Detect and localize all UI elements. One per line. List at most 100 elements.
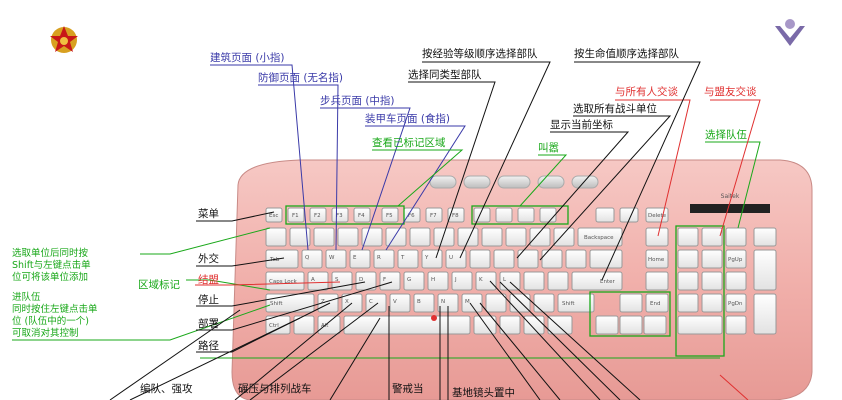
key-f6-label: F6 (408, 213, 415, 219)
key-num-3 (725, 293, 747, 313)
key-home-label: Home (648, 257, 665, 263)
line-stop (196, 281, 366, 307)
label-area-mark: 区域标记 (138, 278, 180, 291)
key-num-9 (725, 249, 747, 269)
key-d-label: D (359, 277, 363, 283)
key-quote (547, 271, 569, 291)
key-f7-label: F7 (430, 213, 437, 219)
line-select-all-combat (539, 115, 672, 261)
key-f10 (495, 207, 513, 223)
key-shift-left (265, 293, 315, 313)
key-2 (313, 227, 335, 247)
arrow-keys-highlight (589, 291, 671, 337)
key-h (427, 271, 449, 291)
label-select-all-combat: 选取所有战斗单位 (573, 102, 657, 115)
key-num-enter (753, 293, 777, 335)
key-a-label: A (311, 277, 315, 283)
line-right-2 (479, 302, 561, 400)
key-y-label: Y (424, 255, 429, 261)
key-i (469, 249, 491, 269)
key-f5-label: F5 (386, 213, 393, 219)
help2-line: 同时按住左键点击单 (12, 303, 98, 315)
key-4 (361, 227, 383, 247)
key-5 (385, 227, 407, 247)
line-armor-page (365, 125, 466, 251)
key-u-label: U (449, 255, 453, 261)
line-deploy (196, 281, 393, 331)
key-shift-right-label: Shift (562, 301, 575, 307)
key-num-minus (753, 227, 777, 247)
line-area-mark (186, 279, 271, 291)
key-tab-label: Tab (269, 257, 280, 263)
label-ally-chat: 与盟友交谈 (704, 85, 757, 98)
key-t-label: T (400, 255, 405, 261)
line-select-unit-help (140, 227, 271, 255)
label-stop: 停止 (198, 293, 219, 306)
key-k-label: K (479, 277, 483, 283)
key-w-label: W (329, 255, 335, 261)
key-space (343, 315, 471, 335)
key-f12 (539, 207, 557, 223)
key-k (475, 271, 497, 291)
key-c (365, 293, 387, 313)
key-b-label: B (417, 299, 421, 305)
key-arrow-up (619, 293, 643, 313)
key-g-label: G (407, 277, 411, 283)
key-f2-label: F2 (314, 213, 321, 219)
key-alt-left (317, 315, 341, 335)
key-enter (571, 271, 623, 291)
label-deploy: 部署 (198, 317, 219, 330)
key-period (509, 293, 531, 313)
key-l-label: L (503, 277, 507, 283)
label-select-by-value: 按生命值顺序选择部队 (574, 47, 679, 60)
yuri-emblem-icon (775, 19, 805, 46)
line-all-chat (615, 99, 691, 237)
key-f7 (425, 207, 443, 223)
key-6 (409, 227, 431, 247)
label-defense-page: 防御页面 (无名指) (258, 71, 343, 84)
key-num-plus (753, 249, 777, 291)
key-win-right (499, 315, 521, 335)
line-diplomacy (196, 257, 285, 267)
key-backtick (265, 227, 287, 247)
numpad-highlight (675, 225, 725, 357)
key-caps (265, 271, 305, 291)
key-numlock (677, 227, 699, 247)
line-group-attack-b (129, 317, 301, 400)
key-insert (645, 227, 669, 247)
line-right-4 (499, 281, 621, 400)
key-f4-label: F4 (358, 213, 365, 219)
line-build-page (210, 64, 309, 251)
key-n-label: N (441, 299, 445, 305)
key-p (517, 249, 539, 269)
label-base-center: 基地镜头置中 (452, 386, 515, 399)
key-r (373, 249, 395, 269)
key-f1-label: F1 (292, 213, 299, 219)
help2-line: 位 (队伍中的一个) (12, 315, 89, 327)
key-7 (433, 227, 455, 247)
key-shift-left-label: Shift (270, 301, 283, 307)
label-beacon: 叫嚣 (538, 142, 559, 154)
key-g (403, 271, 425, 291)
help1-line: Shift与左键点击单 (12, 259, 91, 271)
key-0 (505, 227, 527, 247)
key-esc-label: Esc (269, 213, 278, 219)
key-comma (485, 293, 507, 313)
line-select-by-value (574, 61, 701, 281)
key-f3-label: F3 (336, 213, 343, 219)
key-num-2 (701, 293, 723, 313)
key-shift-right (557, 293, 595, 313)
key-c-label: C (369, 299, 373, 305)
key-m (461, 293, 483, 313)
key-z (317, 293, 339, 313)
key-esc (265, 207, 283, 223)
label-select-same-type: 选择同类型部队 (408, 68, 482, 81)
line-select-team (705, 141, 761, 229)
label-guard: 警戒当 (392, 382, 424, 395)
key-m-label: M (465, 299, 470, 305)
key-prtsc (595, 207, 615, 223)
key-t (397, 249, 419, 269)
key-num-multiply (725, 227, 747, 247)
key-f11 (517, 207, 535, 223)
